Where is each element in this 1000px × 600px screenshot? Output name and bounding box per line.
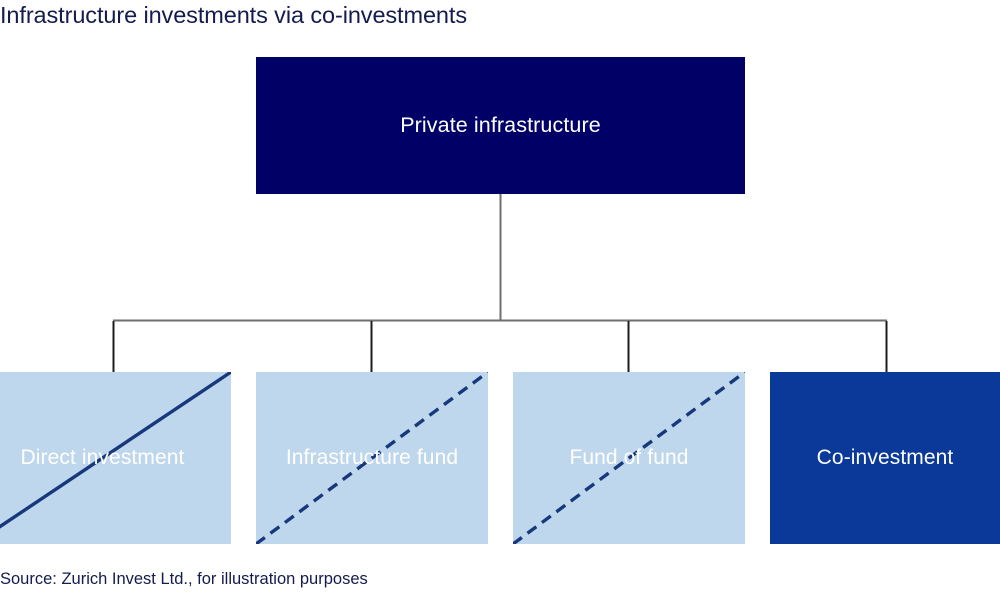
node-co-investment[interactable]: Co-investment — [770, 372, 1000, 544]
node-label-infrastructure-fund: Infrastructure fund — [285, 446, 459, 470]
node-label-direct-investment: Direct investment — [20, 446, 185, 470]
node-private-infrastructure[interactable]: Private infrastructure — [256, 57, 745, 194]
node-direct-investment[interactable]: Direct investment — [0, 372, 231, 544]
node-label-co-investment: Co-investment — [816, 446, 954, 470]
node-infrastructure-fund[interactable]: Infrastructure fund — [256, 372, 488, 544]
node-label-fund-of-fund: Fund of fund — [569, 446, 689, 470]
node-fund-of-fund[interactable]: Fund of fund — [513, 372, 745, 544]
node-label-private-infrastructure: Private infrastructure — [400, 112, 601, 137]
source-note: Source: Zurich Invest Ltd., for illustra… — [0, 570, 368, 588]
page-title: Infrastructure investments via co-invest… — [0, 2, 467, 28]
